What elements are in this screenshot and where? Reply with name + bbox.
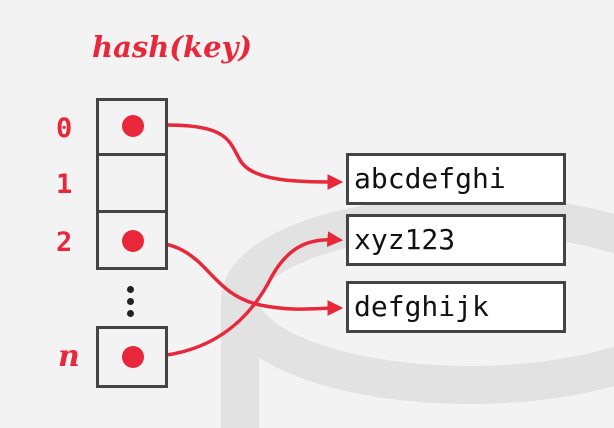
ellipsis-dot: [127, 298, 134, 305]
entry-box-defghijk: defghijk: [346, 281, 566, 333]
slot-label-2: 2: [56, 227, 73, 258]
slot-label-1: 1: [56, 169, 73, 200]
entry-box-xyz123: xyz123: [346, 214, 566, 266]
pointer-dot-0: [122, 115, 144, 137]
pointer-arrow-2: [135, 240, 344, 316]
slot-label-n: n: [58, 339, 80, 374]
pointer-dot-2: [122, 230, 144, 252]
entry-box-abcdefghi: abcdefghi: [346, 153, 566, 205]
pointer-dot-n: [122, 346, 144, 368]
hash-function-title: hash(key): [92, 30, 253, 64]
pointer-arrow-n: [135, 231, 344, 359]
slot-label-0: 0: [56, 113, 73, 144]
ellipsis-dot: [127, 310, 134, 317]
ellipsis-icon: [127, 286, 135, 322]
pointer-arrow-0: [135, 123, 344, 190]
ellipsis-dot: [127, 286, 134, 293]
